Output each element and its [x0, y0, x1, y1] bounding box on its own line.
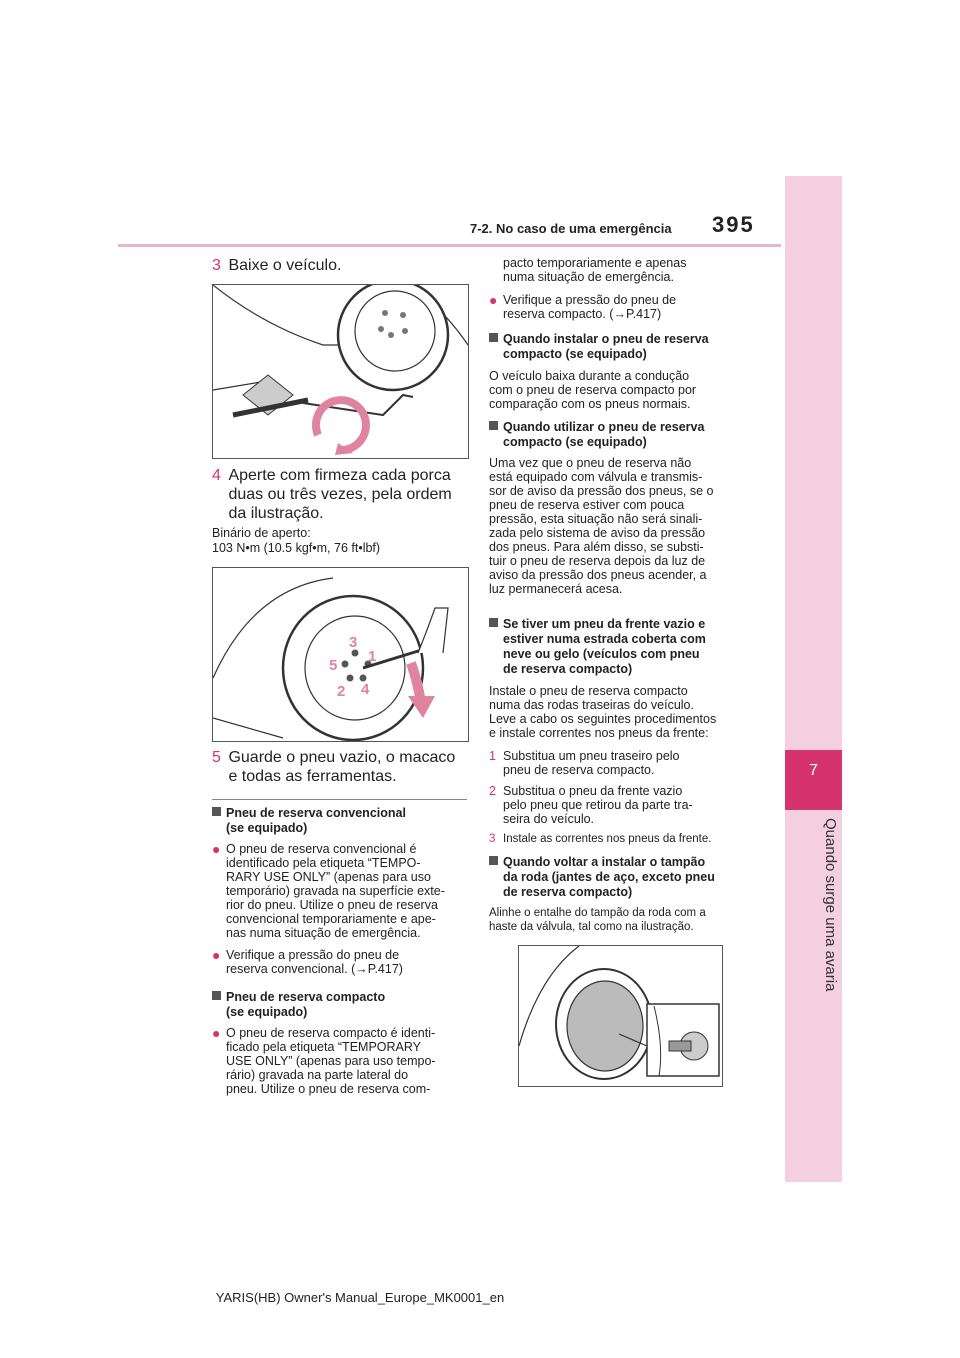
heading-compact-spare: Pneu de reserva compacto (se equipado) — [212, 990, 385, 1020]
paragraph-snow-flat-tire: Instale o pneu de reserva compacto numa … — [489, 684, 717, 740]
bullet-compact-pressure: ● Verifique a pressão do pneu de reserva… — [489, 292, 677, 321]
bullet-compact-label: ● O pneu de reserva compacto é identi- f… — [212, 1025, 436, 1096]
lowering-vehicle-illustration — [212, 284, 469, 459]
circle-bullet-icon: ● — [212, 841, 221, 857]
paragraph-use-compact: Uma vez que o pneu de reserva não está e… — [489, 456, 714, 596]
heading-use-compact: Quando utilizar o pneu de reserva compac… — [489, 420, 704, 450]
square-bullet-icon — [489, 618, 498, 627]
torque-label: Binário de aperto: — [212, 526, 311, 540]
heading-conventional-spare: Pneu de reserva convencional (se equipad… — [212, 806, 406, 836]
compact-continued: pacto temporariamente e apenas numa situ… — [503, 256, 687, 284]
step-5: 5 Guarde o pneu vazio, o macaco e todas … — [212, 748, 455, 786]
page-number: 395 — [712, 212, 755, 237]
page-reference-link[interactable]: reserva compacto. (→P.417) — [503, 307, 662, 321]
step-text-line: da ilustração. — [228, 505, 324, 522]
torque-value: 103 N•m (10.5 kgf•m, 76 ft•lbf) — [212, 541, 381, 555]
circle-bullet-icon: ● — [212, 1025, 221, 1041]
header-rule — [118, 244, 781, 247]
footer: YARIS(HB) Owner's Manual_Europe_MK0001_e… — [0, 1290, 960, 1305]
circle-bullet-icon: ● — [489, 292, 498, 308]
step-text-line: Aperte com firmeza cada porca — [228, 467, 451, 484]
step-number: 3 — [212, 257, 221, 274]
nut-order-label: 2 — [337, 683, 345, 700]
snow-step-2: 2 Substitua o pneu da frente vazio pelo … — [489, 784, 693, 826]
step-text-line: e todas as ferramentas. — [228, 768, 397, 785]
page-reference-link[interactable]: reserva convencional. (→P.417) — [226, 962, 403, 976]
bullet-conventional-label: ● O pneu de reserva convencional é ident… — [212, 841, 445, 940]
step-text-line: Guarde o pneu vazio, o macaco — [228, 749, 456, 766]
square-bullet-icon — [489, 421, 498, 430]
bullet-conventional-pressure: ● Verifique a pressão do pneu de reserva… — [212, 947, 403, 976]
chapter-side-tab — [785, 176, 842, 1182]
step-number: 5 — [212, 749, 221, 766]
footer-text: YARIS(HB) Owner's Manual_Europe_MK0001_e… — [215, 1290, 505, 1305]
snow-step-3: 3 Instale as correntes nos pneus da fren… — [489, 833, 712, 845]
paragraph-install-compact: O veículo baixa durante a condução com o… — [489, 369, 697, 411]
step-text: Baixe o veículo. — [228, 257, 342, 274]
step-number: 1 — [489, 749, 496, 763]
chapter-title: Quando surge uma avaria — [822, 818, 839, 992]
step-4: 4 Aperte com firmeza cada porca duas ou … — [212, 466, 452, 523]
step-number: 3 — [489, 833, 496, 845]
heading-wheel-cap: Quando voltar a instalar o tampão da rod… — [489, 855, 715, 900]
nut-order-label: 5 — [329, 657, 337, 674]
chapter-number-box — [785, 750, 842, 810]
circle-bullet-icon: ● — [212, 947, 221, 963]
square-bullet-icon — [489, 333, 498, 342]
snow-step-1: 1 Substitua um pneu traseiro pelo pneu d… — [489, 749, 680, 777]
step-text-line: duas ou três vezes, pela ordem — [228, 486, 452, 503]
step-number: 2 — [489, 784, 496, 798]
step-number: 4 — [212, 467, 221, 484]
square-bullet-icon — [212, 991, 221, 1000]
divider — [212, 799, 467, 800]
square-bullet-icon — [489, 856, 498, 865]
square-bullet-icon — [212, 807, 221, 816]
nut-order-label: 3 — [349, 634, 357, 651]
chapter-number: 7 — [809, 762, 818, 779]
heading-snow-flat-tire: Se tiver um pneu da frente vazio e estiv… — [489, 617, 706, 677]
heading-install-compact: Quando instalar o pneu de reserva compac… — [489, 332, 709, 362]
paragraph-wheel-cap: Alinhe o entalhe do tampão da roda com a… — [489, 907, 706, 933]
section-title: 7-2. No caso de uma emergência — [470, 221, 672, 236]
tighten-nuts-illustration: 3 1 5 2 4 — [212, 567, 469, 742]
nut-order-label: 1 — [368, 648, 376, 665]
torque-spec: Binário de aperto: 103 N•m (10.5 kgf•m, … — [212, 526, 380, 556]
wheel-cap-illustration — [518, 945, 723, 1087]
nut-order-label: 4 — [361, 681, 370, 698]
step-3: 3 Baixe o veículo. — [212, 256, 341, 275]
